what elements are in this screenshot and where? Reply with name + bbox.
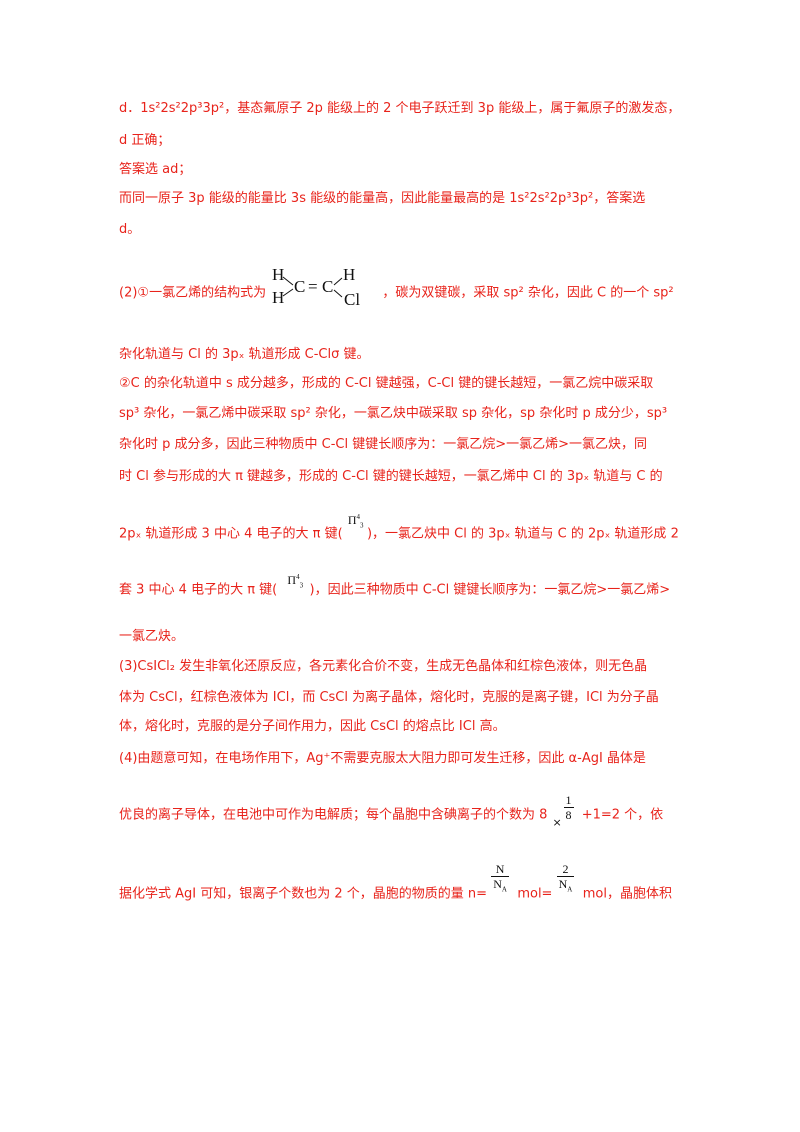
text-line: ②C 的杂化轨道中 s 成分越多，形成的 C-Cl 键越强，C-Cl 键的键长越… <box>119 376 654 391</box>
text-line: 体，熔化时，克服的是分子间作用力，因此 CsCl 的熔点比 ICl 高。 <box>119 719 506 734</box>
atom-cl: Cl <box>344 290 360 309</box>
bond-line <box>282 276 294 286</box>
text-segment: mol= <box>517 886 553 902</box>
text-segment: (2)①一氯乙烯的结构式为 <box>119 285 267 301</box>
text-segment: +1=2 个，依 <box>581 807 664 823</box>
text-segment: 据化学式 AgI 可知，银离子个数也为 2 个，晶胞的物质的量 n= <box>119 886 488 902</box>
atom-h: H <box>272 265 284 284</box>
fraction-expression: 2 NA <box>556 862 579 902</box>
text-line: 据化学式 AgI 可知，银离子个数也为 2 个，晶胞的物质的量 n= N NA … <box>119 862 672 903</box>
double-bond: = <box>308 277 318 296</box>
fraction-2-over-na: 2 NA <box>556 862 575 894</box>
atom-c: C <box>322 277 333 296</box>
text-line: (4)由题意可知，在电场作用下，Ag⁺不需要克服太大阻力即可发生迁移，因此 α-… <box>119 751 646 766</box>
text-line: 杂化时 p 成分多，因此三种物质中 C-Cl 键键长顺序为：一氯乙烷>一氯乙烯>… <box>119 437 648 452</box>
fraction-n-over-na: N NA <box>491 862 509 894</box>
atom-c: C <box>294 277 305 296</box>
atom-h: H <box>272 288 284 307</box>
structure-formula-svg: H H C = C H Cl <box>272 265 360 309</box>
text-segment: 2pₓ 轨道形成 3 中心 4 电子的大 π 键( <box>119 526 343 542</box>
text-line: 杂化轨道与 Cl 的 3pₓ 轨道形成 C-Clσ 键。 <box>119 347 370 362</box>
text-line: d。 <box>119 222 141 237</box>
text-segment: ，碳为双键碳，采取 sp² 杂化，因此 C 的一个 sp² <box>382 285 674 301</box>
text-line: (3)CsICl₂ 发生非氧化还原反应，各元素化合价不变，生成无色晶体和红棕色液… <box>119 659 648 674</box>
text-line: 答案选 ad； <box>119 162 192 177</box>
text-segment: 优良的离子导体，在电池中可作为电解质；每个晶胞中含碘离子的个数为 8 <box>119 807 548 823</box>
vinyl-chloride-structure: H H C = C H Cl <box>270 265 378 309</box>
pi-bond-symbol: Π43 <box>347 513 364 530</box>
text-line: 套 3 中心 4 电子的大 π 键( Π43 )，因此三种物质中 C-Cl 键键… <box>119 573 671 599</box>
text-segment: 套 3 中心 4 电子的大 π 键( <box>119 582 278 598</box>
text-line: d 正确； <box>119 133 171 148</box>
fraction-1-8: 1 8 <box>563 793 574 822</box>
text-segment: mol，晶胞体积 <box>582 886 672 902</box>
fraction-expression: N NA <box>491 862 513 902</box>
text-line: (2)①一氯乙烯的结构式为 H H C = C H Cl <box>119 265 674 309</box>
text-line: sp³ 杂化，一氯乙烯中碳采取 sp² 杂化，一氯乙炔中碳采取 sp 杂化，sp… <box>119 406 668 421</box>
text-line: 2pₓ 轨道形成 3 中心 4 电子的大 π 键( Π43 )，一氯乙炔中 Cl… <box>119 513 679 543</box>
text-line: 优良的离子导体，在电池中可作为电解质；每个晶胞中含碘离子的个数为 8 × 1 8… <box>119 793 664 829</box>
text-line: d．1s²2s²2p³3p²，基态氟原子 2p 能级上的 2 个电子跃迁到 3p… <box>119 101 681 116</box>
text-segment: )，因此三种物质中 C-Cl 键键长顺序为：一氯乙烷>一氯乙烯> <box>309 582 671 598</box>
fraction-expression: × 1 8 <box>552 793 578 829</box>
bond-line <box>333 277 343 286</box>
text-line: 而同一原子 3p 能级的能量比 3s 能级的能量高，因此能量最高的是 1s²2s… <box>119 191 646 206</box>
text-line: 一氯乙炔。 <box>119 629 185 644</box>
text-line: 时 Cl 参与形成的大 π 键越多，形成的 C-Cl 键的键长越短，一氯乙烯中 … <box>119 469 663 484</box>
pi-bond-symbol: Π43 <box>287 573 304 590</box>
atom-h: H <box>343 265 355 284</box>
bond-line <box>282 288 294 297</box>
text-line: 体为 CsCl，红棕色液体为 ICl，而 CsCl 为离子晶体，熔化时，克服的是… <box>119 690 659 705</box>
text-segment: )，一氯乙炔中 Cl 的 3pₓ 轨道与 C 的 2pₓ 轨道形成 2 <box>366 526 679 542</box>
times-sign: × <box>552 816 562 829</box>
bond-line <box>333 289 343 298</box>
